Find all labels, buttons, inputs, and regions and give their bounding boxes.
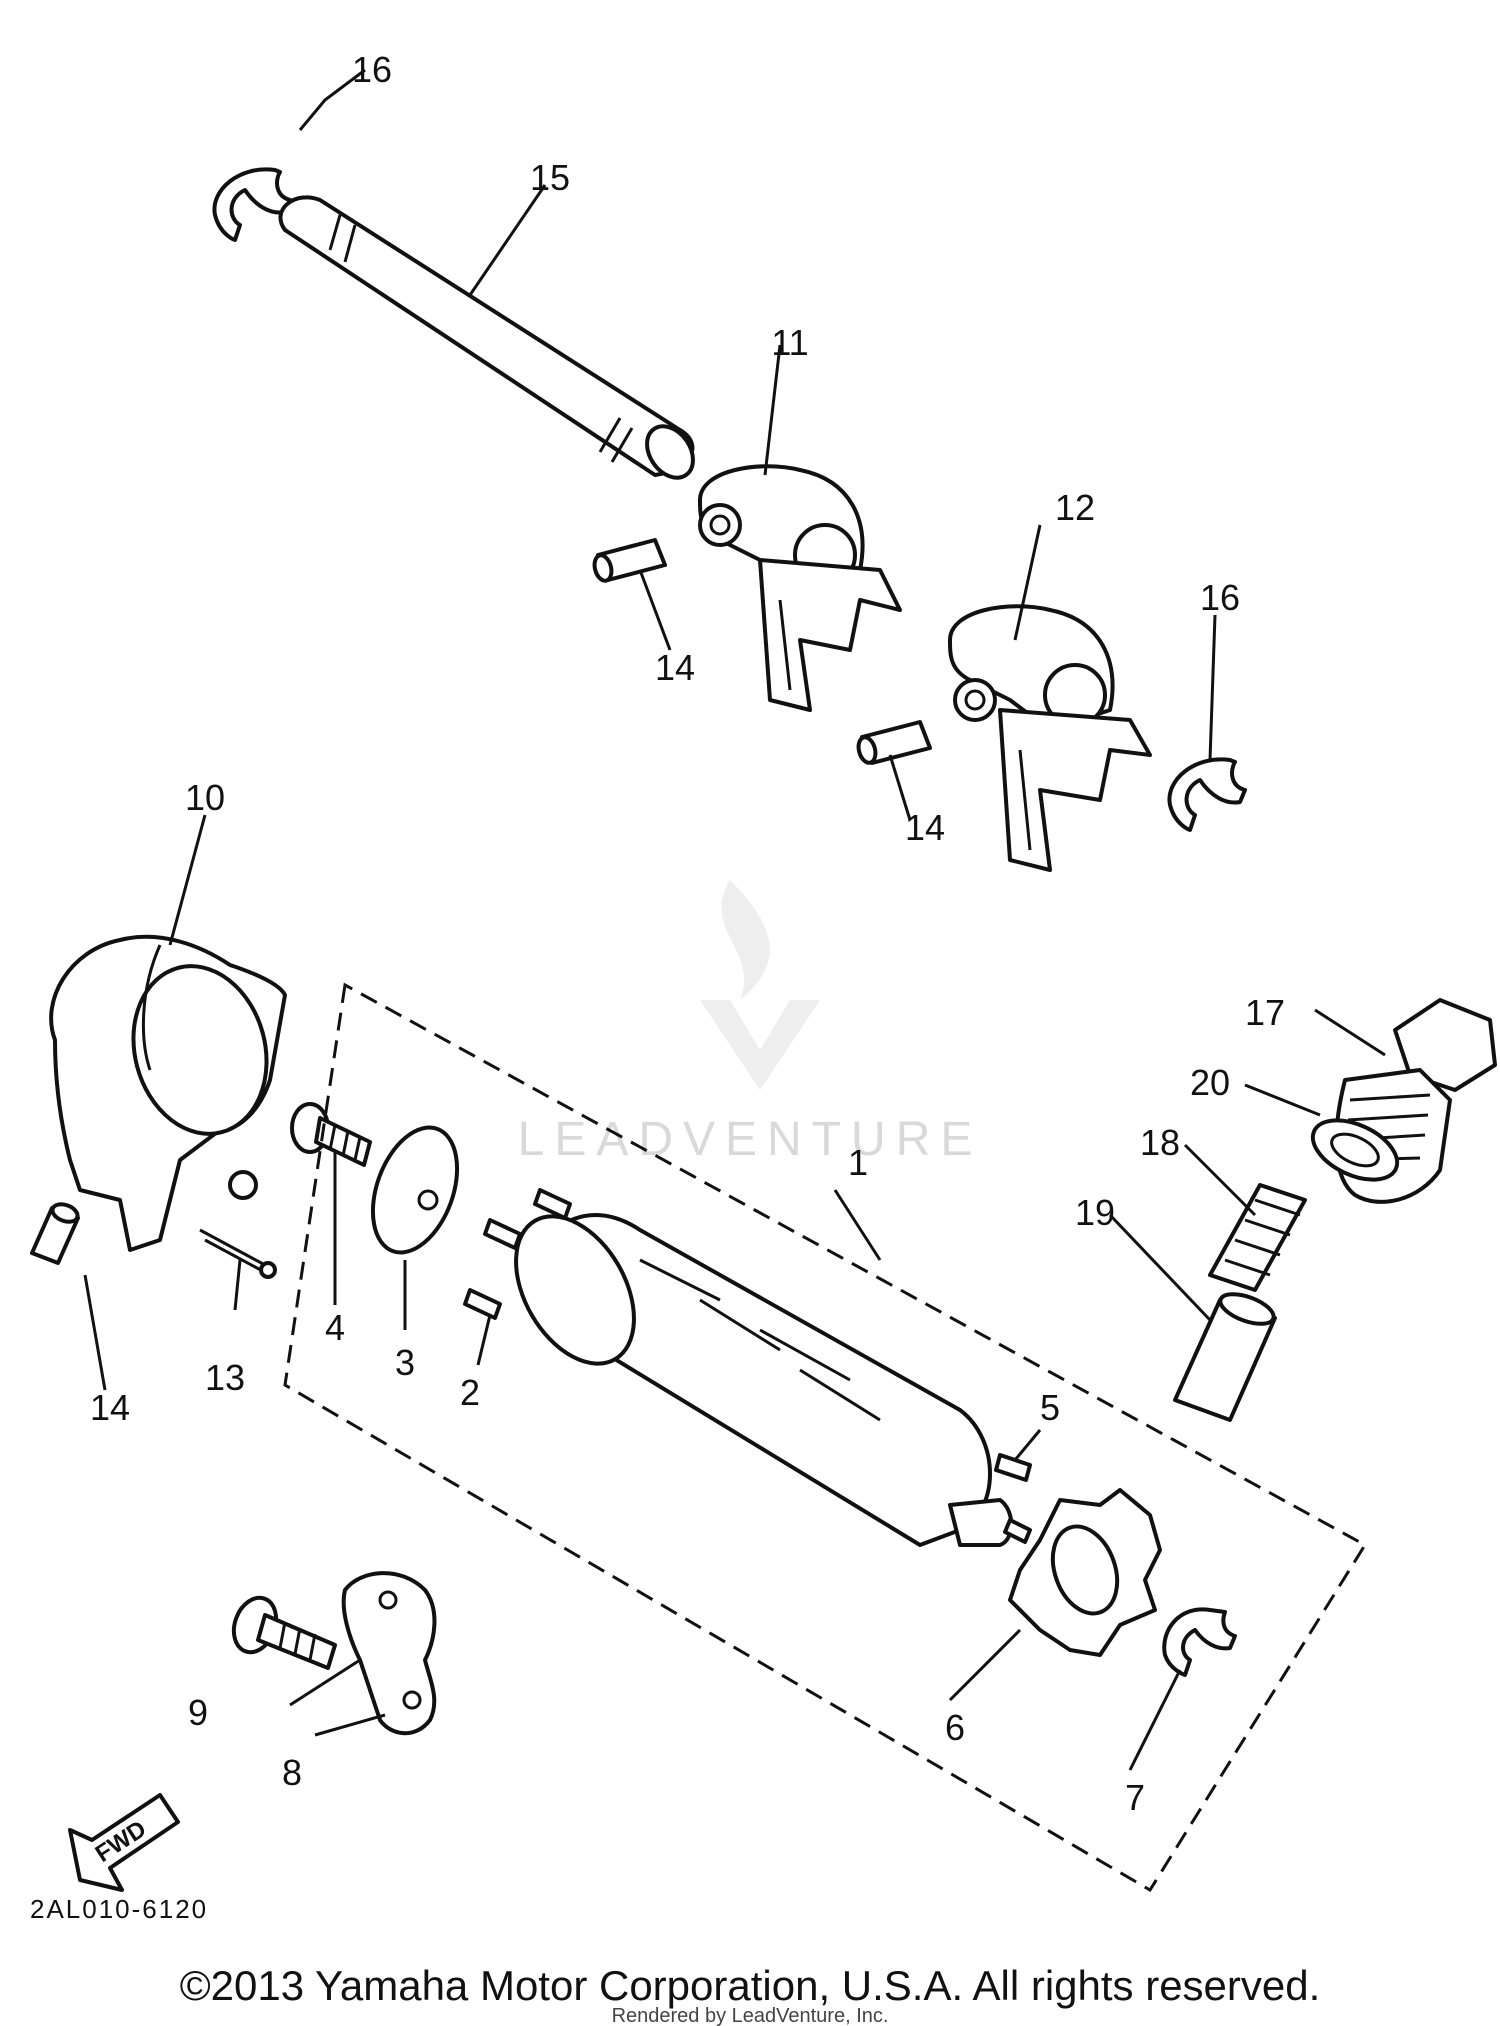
copyright-notice: ©2013 Yamaha Motor Corporation, U.S.A. A… xyxy=(180,1962,1321,2009)
callout-1: 1 xyxy=(848,1142,868,1183)
pin-14-middle xyxy=(856,720,932,765)
callout-8: 8 xyxy=(282,1752,302,1793)
roller-19 xyxy=(1173,1292,1277,1422)
screw-9 xyxy=(231,1595,337,1670)
circlip-7 xyxy=(1162,1607,1237,1677)
shift-fork-12 xyxy=(948,604,1152,872)
callout-10: 10 xyxy=(185,777,225,818)
spring-18 xyxy=(1208,1183,1307,1292)
callout-9: 9 xyxy=(188,1692,208,1733)
callout-18: 18 xyxy=(1140,1122,1180,1163)
star-plate-6 xyxy=(1008,1488,1162,1657)
washer-20 xyxy=(1310,1118,1400,1182)
circlip-16-top xyxy=(212,167,292,242)
watermark-logo xyxy=(700,880,820,1090)
callout-17: 17 xyxy=(1245,992,1285,1033)
leader-lines xyxy=(83,68,1386,1771)
pin-14-lower xyxy=(30,1202,80,1265)
callout-7: 7 xyxy=(1125,1777,1145,1818)
diagram-code: 2AL010-6120 xyxy=(30,1894,208,1924)
callout-6: 6 xyxy=(945,1707,965,1748)
callout-12: 12 xyxy=(1055,487,1095,528)
stopper-lever-8 xyxy=(341,1571,437,1736)
callout-3: 3 xyxy=(395,1342,415,1383)
callout-11: 11 xyxy=(771,322,808,363)
forward-arrow: FWD xyxy=(68,1793,180,1892)
shift-fork-10 xyxy=(49,934,287,1252)
callout-16-right: 16 xyxy=(1200,577,1240,618)
callout-16-top: 16 xyxy=(352,49,392,90)
leader-1 xyxy=(833,1189,882,1261)
watermark-text: LEADVENTURE xyxy=(518,1113,983,1166)
callout-14-lower: 14 xyxy=(90,1387,130,1428)
callout-15: 15 xyxy=(530,157,570,198)
callout-4: 4 xyxy=(325,1307,345,1348)
shift-fork-shaft-15 xyxy=(278,195,695,480)
callout-2: 2 xyxy=(460,1372,480,1413)
callout-20: 20 xyxy=(1190,1062,1230,1103)
spring-pin-13 xyxy=(199,1228,277,1279)
callout-13: 13 xyxy=(205,1357,245,1398)
shift-drum-1 xyxy=(514,1213,1032,1547)
assembly-bracket xyxy=(283,982,1368,1893)
plate-3 xyxy=(370,1125,460,1255)
callout-14-upper: 14 xyxy=(655,647,695,688)
callout-5: 5 xyxy=(1040,1387,1060,1428)
pins-2 xyxy=(463,1188,572,1320)
callout-19: 19 xyxy=(1075,1192,1115,1233)
pin-14-upper xyxy=(592,538,667,583)
shift-fork-11 xyxy=(698,464,902,712)
pin-5 xyxy=(994,1453,1032,1482)
screw-4 xyxy=(290,1102,372,1167)
circlip-16-right xyxy=(1167,757,1247,832)
callout-14-middle: 14 xyxy=(905,807,945,848)
rendered-by-notice: Rendered by LeadVenture, Inc. xyxy=(612,2005,889,2026)
